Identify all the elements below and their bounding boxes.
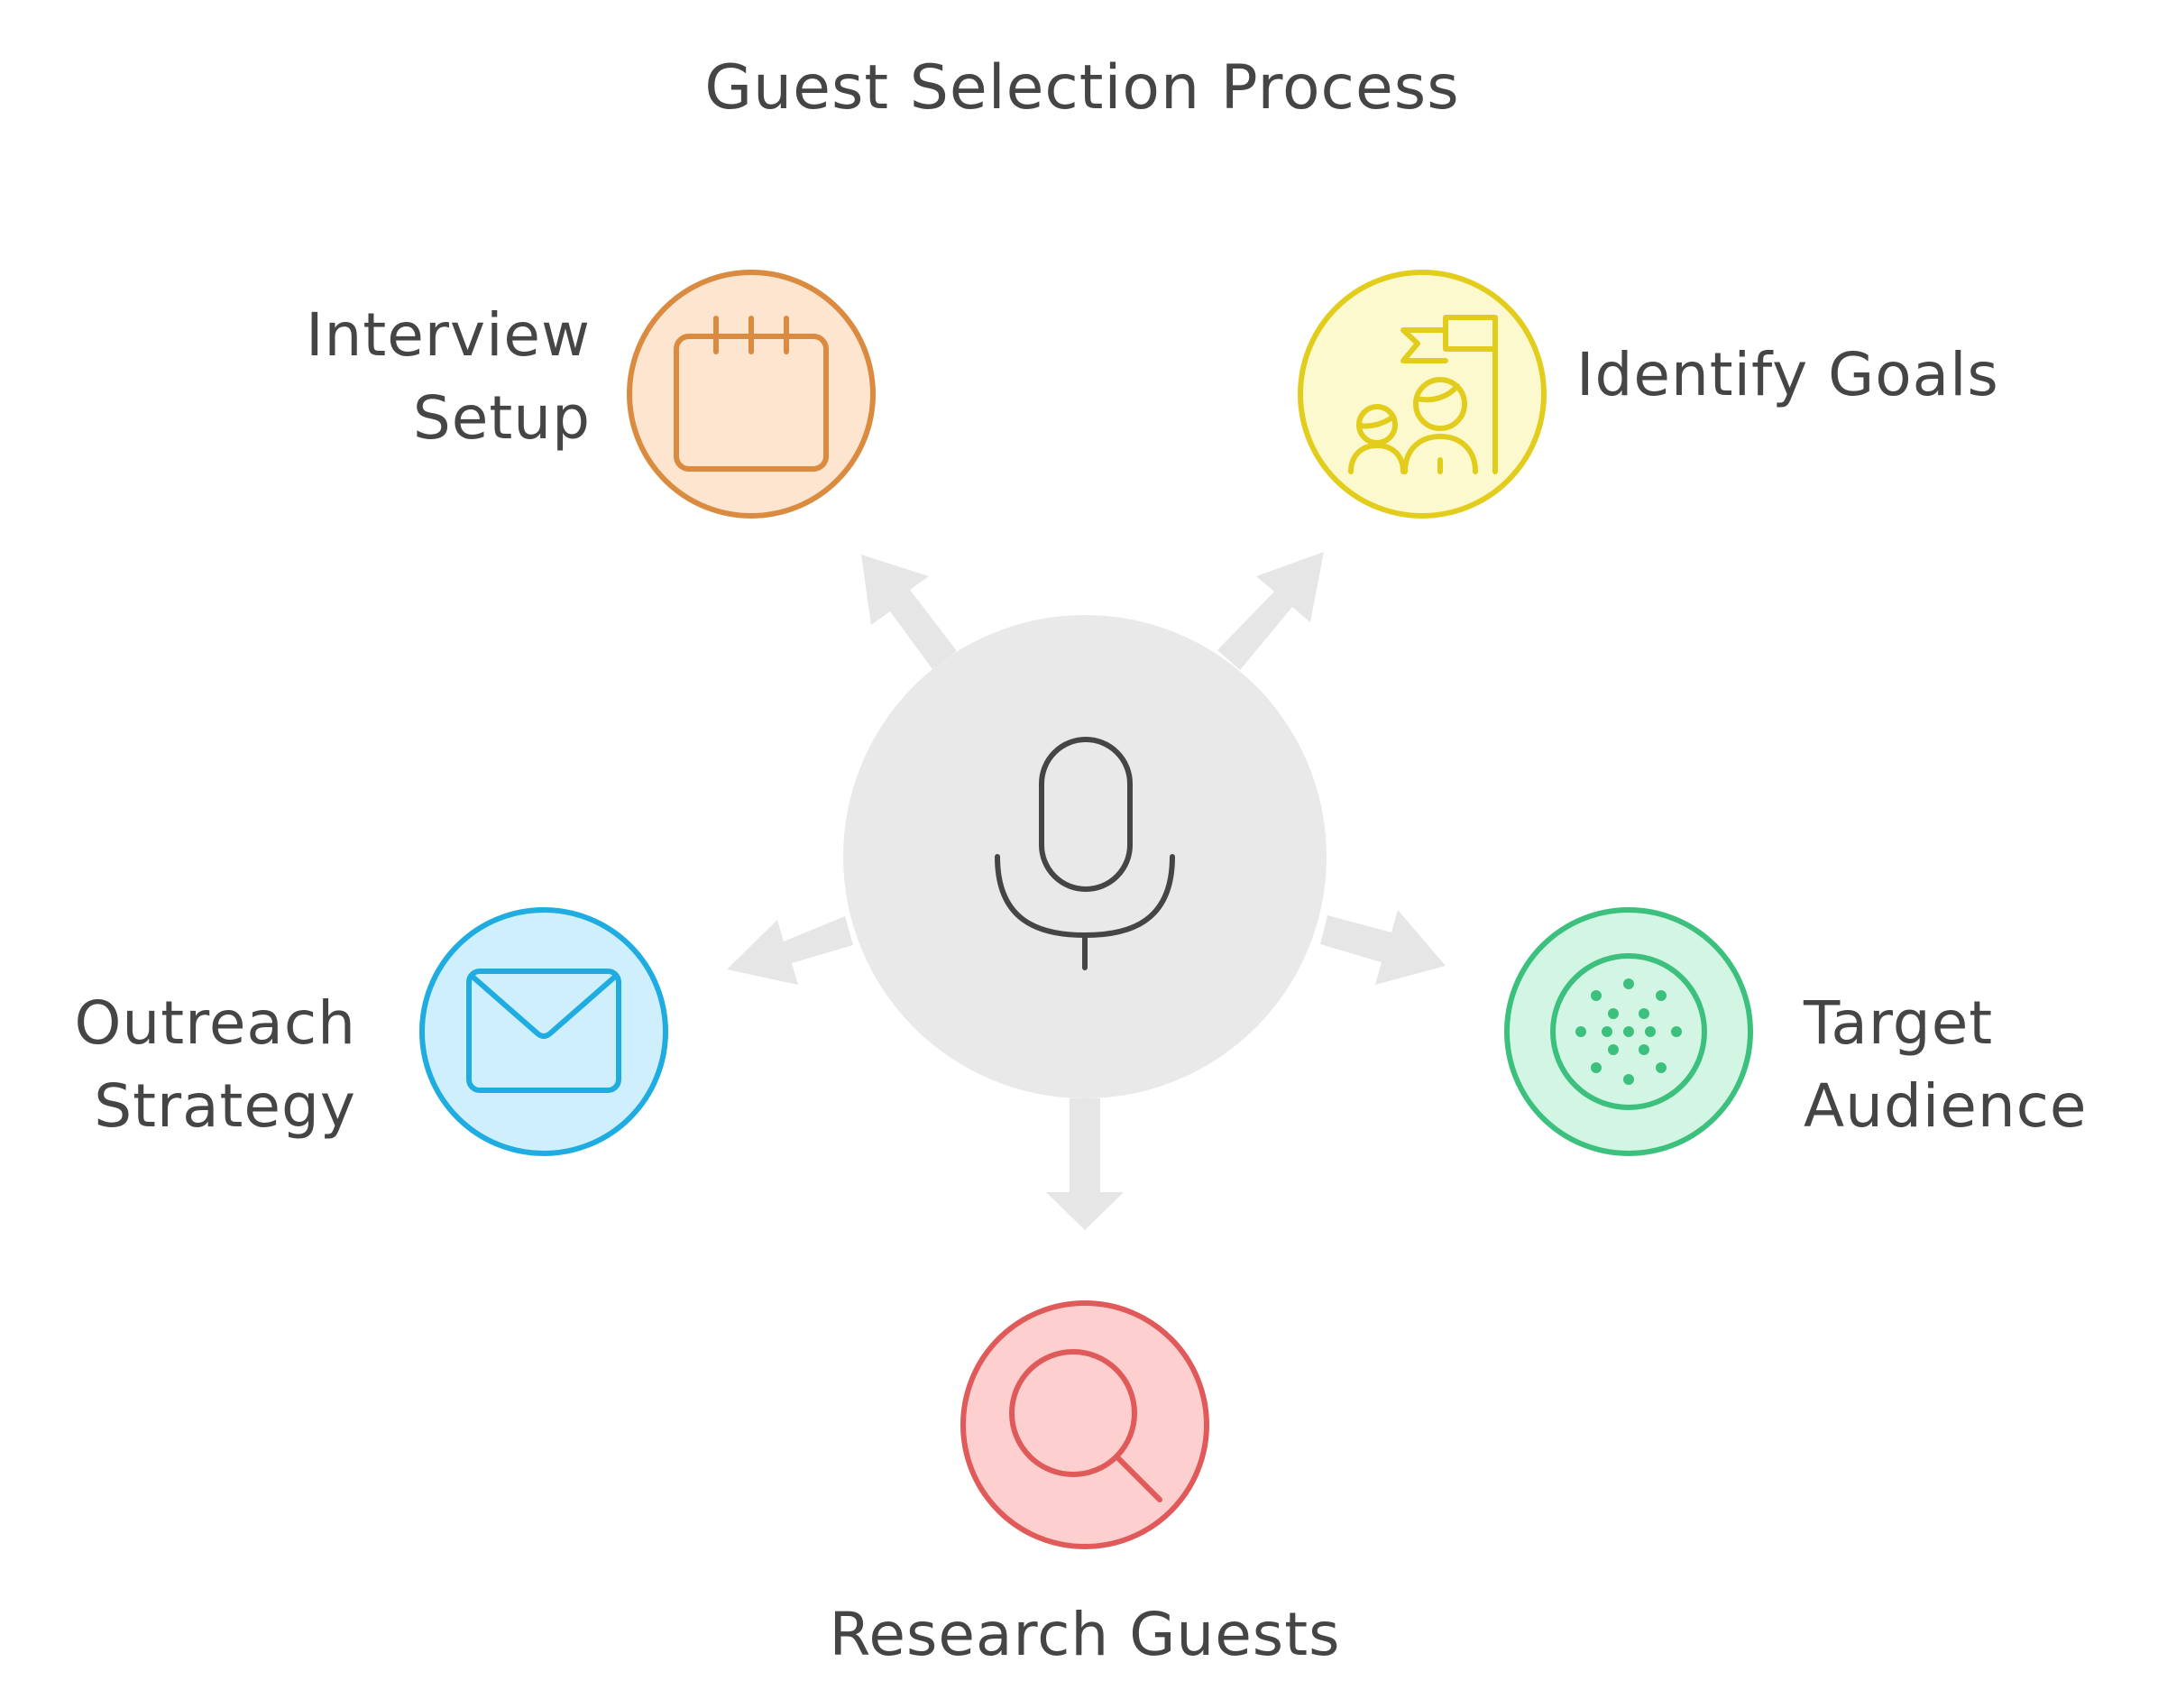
microphone-icon <box>995 737 1175 970</box>
label-line: Research Guests <box>829 1600 1341 1669</box>
label-line: Audience <box>1804 1071 2088 1141</box>
arrow-to-outreach-strategy <box>727 916 853 985</box>
label-line: Target <box>1804 988 1994 1058</box>
label-research-guests: Research Guests <box>724 1593 1446 1676</box>
diagram-title-text: Guest Selection Process <box>704 52 1460 124</box>
label-interview-setup: Interview Setup <box>225 294 591 460</box>
arrow-to-research-guests <box>1046 1098 1124 1230</box>
arrow-to-identify-goals <box>1217 552 1324 670</box>
team-goal-flag-icon <box>1348 315 1498 474</box>
label-identify-goals: Identify Goals <box>1576 334 2081 417</box>
arrow-to-interview-setup <box>861 555 957 669</box>
label-line: Identify Goals <box>1576 340 1999 409</box>
label-line: Strategy <box>94 1071 356 1141</box>
node-target-audience <box>1504 907 1753 1156</box>
label-line: Interview <box>306 300 591 370</box>
node-identify-goals <box>1298 270 1547 519</box>
label-outreach-strategy: Outreach Strategy <box>36 982 356 1148</box>
arrow-to-target-audience <box>1320 910 1446 985</box>
label-line: Setup <box>412 383 591 453</box>
node-outreach-strategy <box>419 907 668 1156</box>
node-research-guests <box>960 1300 1209 1549</box>
label-target-audience: Target Audience <box>1804 982 2128 1148</box>
magnifier-icon <box>1009 1349 1162 1502</box>
label-line: Outreach <box>74 988 356 1058</box>
diagram-title: Guest Selection Process <box>631 47 1533 130</box>
calendar-icon <box>674 316 829 472</box>
node-interview-setup <box>627 270 876 519</box>
hub-node <box>843 615 1327 1098</box>
envelope-icon <box>466 969 621 1093</box>
audience-dots-icon <box>1550 953 1707 1110</box>
